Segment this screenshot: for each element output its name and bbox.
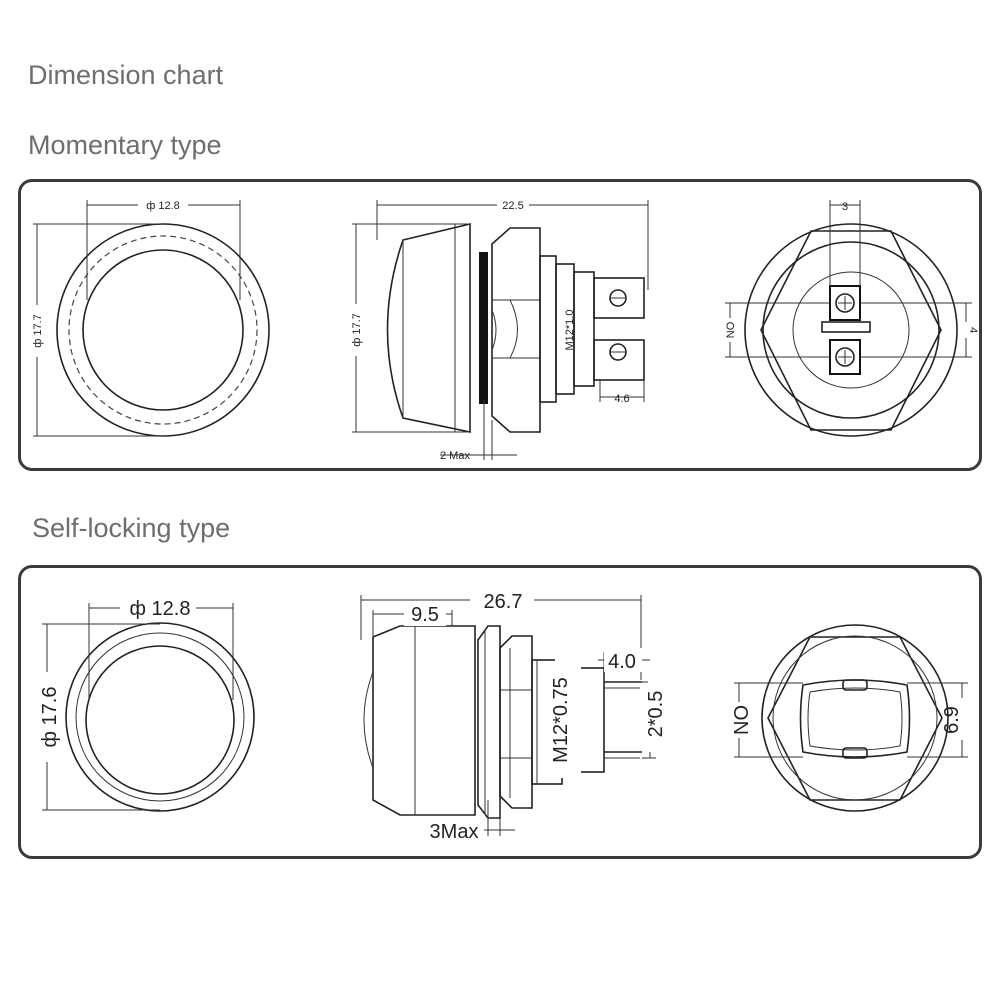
momentary-side-view: 22.5 ф 17.7 M12*1.0 4.6 2 Max bbox=[350, 199, 649, 462]
page-title: Dimension chart bbox=[28, 60, 224, 90]
selflocking-side-length-label: 26.7 bbox=[484, 591, 523, 613]
momentary-front-width-label: ф 12.8 bbox=[146, 200, 180, 212]
momentary-front-height-label: ф 17.7 bbox=[32, 314, 44, 348]
selflocking-terminal-length-label: 4.0 bbox=[608, 651, 636, 673]
selflocking-side-cap-length-label: 9.5 bbox=[411, 604, 439, 626]
selflocking-terminal-spec-label: 2*0.5 bbox=[645, 691, 667, 738]
momentary-side-length-label: 22.5 bbox=[502, 200, 523, 212]
selflocking-front-view: ф 12.8 ф 17.6 bbox=[38, 595, 255, 812]
momentary-panel-thickness-label: 2 Max bbox=[440, 450, 470, 462]
selflocking-front-height-label: ф 17.6 bbox=[39, 687, 61, 748]
selflocking-back-contact-label: NO bbox=[731, 705, 753, 735]
momentary-back-view: 3 NO 4 bbox=[724, 200, 979, 437]
selflocking-thread-label: M12*0.75 bbox=[550, 677, 572, 763]
momentary-front-view: ф 12.8 ф 17.7 bbox=[31, 199, 270, 437]
momentary-back-contact-label: NO bbox=[725, 321, 737, 338]
momentary-side-height-label: ф 17.7 bbox=[351, 313, 363, 347]
selflocking-heading: Self-locking type bbox=[32, 513, 231, 543]
momentary-back-height-label: 4 bbox=[967, 327, 979, 333]
momentary-heading: Momentary type bbox=[28, 130, 222, 160]
selflocking-back-view: NO 6.9 bbox=[730, 624, 974, 812]
selflocking-side-view: 26.7 9.5 4.0 M12*0.75 2*0.5 3Max bbox=[360, 588, 674, 843]
selflocking-front-width-label: ф 12.8 bbox=[130, 598, 191, 620]
selflocking-panel-thickness-label: 3Max bbox=[430, 821, 479, 843]
momentary-terminal-length-label: 4.6 bbox=[614, 393, 629, 405]
momentary-thread-label: M12*1.0 bbox=[564, 310, 576, 351]
selflocking-back-height-label: 6.9 bbox=[941, 706, 963, 734]
momentary-back-width-label: 3 bbox=[842, 201, 848, 213]
